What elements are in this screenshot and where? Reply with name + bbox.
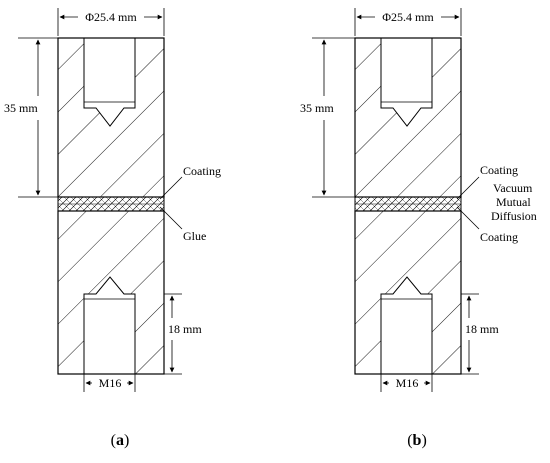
height-bottom-dimension-b: 18 mm (461, 293, 499, 375)
height-top-dimension-b: 35 mm (300, 37, 355, 198)
vacuum-label-line3: Diffusion (491, 209, 537, 223)
joint-layer-b (354, 196, 462, 212)
vacuum-diffusion-callout-b: Vacuum Mutual Diffusion (491, 181, 537, 223)
caption-a: (a) (111, 432, 130, 449)
diameter-label-a: Φ25.4 mm (85, 10, 137, 24)
thread-dimension-a: M16 (83, 374, 136, 392)
diameter-label-b: Φ25.4 mm (382, 10, 434, 24)
vacuum-label-line1: Vacuum (493, 181, 533, 195)
height-top-label-a: 35 mm (4, 101, 38, 115)
diameter-dimension-b: Φ25.4 mm (354, 8, 462, 36)
specimen-b: Φ25.4 mm 35 mm 18 mm M16 (300, 8, 537, 449)
bottom-block-b (354, 210, 462, 375)
height-top-dimension-a: 35 mm (4, 37, 58, 198)
height-bottom-dimension-a: 18 mm (164, 293, 202, 375)
top-block-b (354, 37, 462, 198)
coating-callout-a: Coating (159, 164, 221, 200)
thread-label-b: M16 (396, 376, 419, 390)
coating-bottom-callout-b: Coating (456, 206, 518, 244)
caption-b: (b) (407, 432, 427, 449)
bottom-block-a (57, 210, 165, 375)
height-bottom-label-b: 18 mm (465, 322, 499, 336)
glue-callout-a: Glue (159, 206, 206, 243)
top-block-a (57, 37, 165, 198)
glue-label-a: Glue (183, 229, 206, 243)
thread-dimension-b: M16 (380, 374, 433, 392)
thread-label-a: M16 (99, 376, 122, 390)
coating-top-label-b: Coating (480, 163, 518, 177)
coating-bottom-label-b: Coating (480, 230, 518, 244)
height-bottom-label-a: 18 mm (168, 322, 202, 336)
coating-label-a: Coating (183, 164, 221, 178)
height-top-label-b: 35 mm (300, 101, 334, 115)
diameter-dimension-a: Φ25.4 mm (57, 8, 165, 36)
coating-top-callout-b: Coating (456, 163, 518, 200)
joint-layer-a (57, 196, 165, 212)
specimen-a: Φ25.4 mm 35 mm 18 mm M16 (4, 8, 221, 449)
vacuum-label-line2: Mutual (496, 195, 531, 209)
